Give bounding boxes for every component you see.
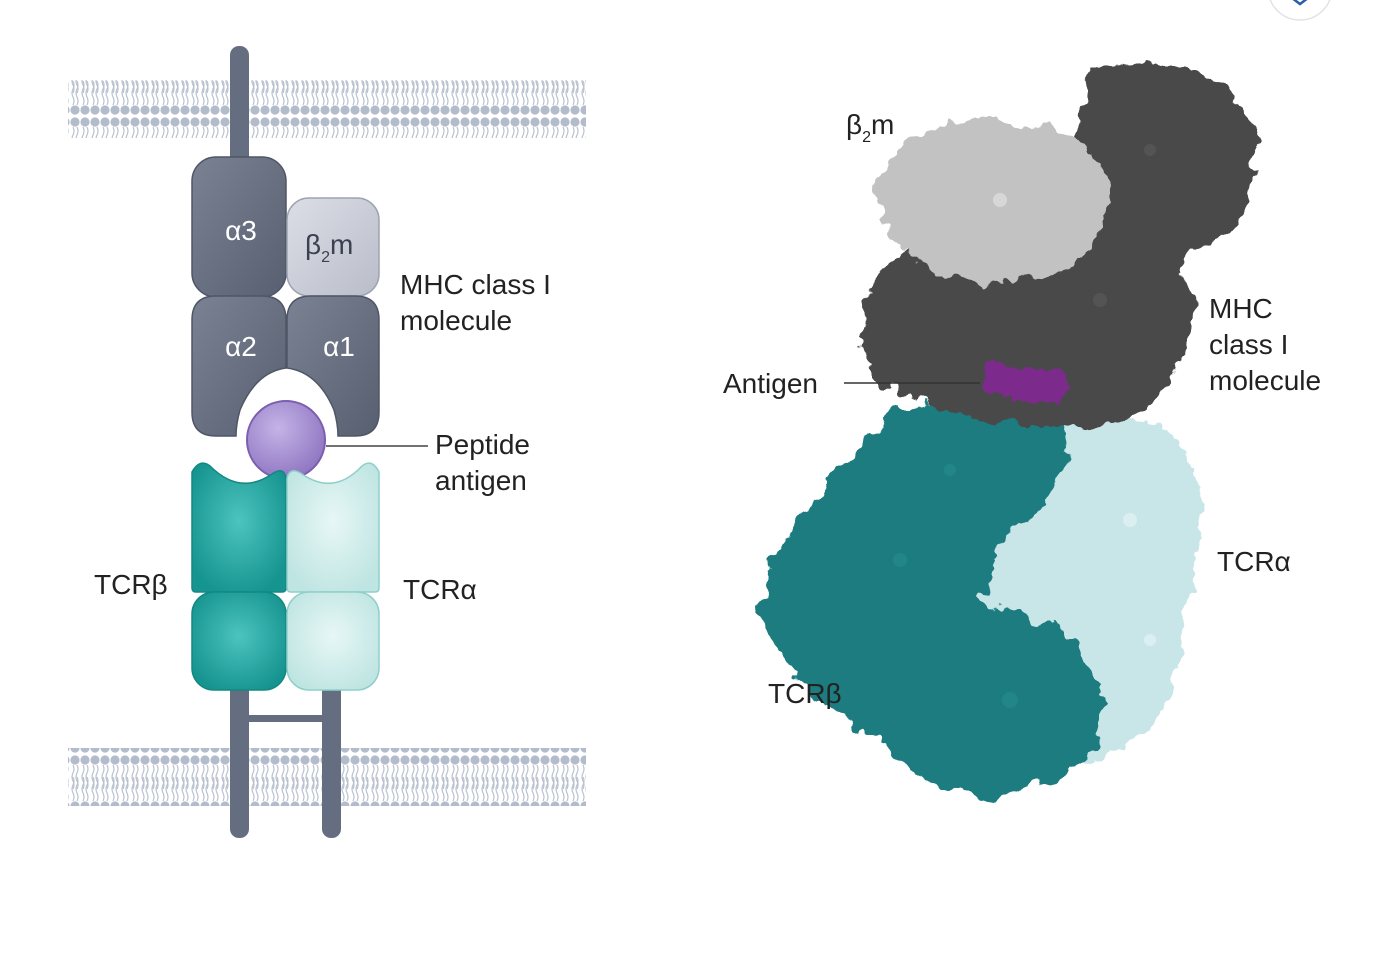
alpha1-label: α1	[323, 331, 355, 362]
mhc-transmembrane-stalk	[230, 46, 249, 176]
b2m-label-main: β	[305, 229, 321, 260]
struct-mhc-line2: class I	[1209, 329, 1288, 360]
surface-tcr-beta	[760, 402, 1102, 800]
peptide-label-line2: antigen	[435, 465, 527, 496]
protein-surface	[760, 63, 1257, 800]
tcr-beta-stalk	[230, 680, 249, 838]
disulfide-bridge	[246, 715, 326, 722]
struct-b2m-label: β2m	[846, 109, 894, 146]
struct-tcr-alpha-label: TCRα	[1217, 546, 1291, 577]
struct-tcr-beta-label: TCRβ	[768, 678, 842, 709]
peptide-label-line1: Peptide	[435, 429, 530, 460]
tcr-alpha-stalk	[322, 680, 341, 838]
chevron-icon	[1292, 0, 1308, 6]
schematic-panel: α3 α2 α1 β2m MHC class I molecule Peptid…	[68, 46, 586, 838]
tcr-alpha-variable-domain	[286, 462, 380, 593]
tcr-beta-variable-domain	[191, 462, 287, 593]
surface-b2m	[880, 120, 1110, 284]
structure-panel: β2m Antigen MHC class I molecule TCRα TC…	[723, 63, 1321, 800]
mhc-label-line1: MHC class I	[400, 269, 551, 300]
tcr-beta-constant-domain	[191, 591, 287, 691]
corner-action-button[interactable]	[1268, 0, 1332, 21]
b2m-label-sub: 2	[321, 249, 330, 266]
surface-antigen	[983, 365, 1072, 402]
alpha2-domain	[191, 295, 287, 437]
tcr-alpha-label: TCRα	[403, 574, 477, 605]
b2m-label: β2m	[305, 229, 353, 266]
struct-b2m-tail: m	[871, 109, 894, 140]
b2m-label-tail: m	[330, 229, 353, 260]
tcr-alpha-constant-domain	[286, 591, 380, 691]
peptide-antigen	[246, 400, 326, 480]
upper-membrane	[68, 80, 586, 138]
tcr-beta-label: TCRβ	[94, 569, 168, 600]
struct-b2m-main: β	[846, 109, 862, 140]
mhc-label-line2: molecule	[400, 305, 512, 336]
struct-mhc-line1: MHC	[1209, 293, 1273, 324]
alpha3-label: α3	[225, 215, 257, 246]
alpha2-label: α2	[225, 331, 257, 362]
struct-mhc-line3: molecule	[1209, 365, 1321, 396]
alpha1-domain	[286, 295, 380, 437]
struct-b2m-sub: 2	[862, 129, 871, 146]
struct-antigen-label: Antigen	[723, 368, 818, 399]
surface-texture	[893, 144, 1156, 708]
